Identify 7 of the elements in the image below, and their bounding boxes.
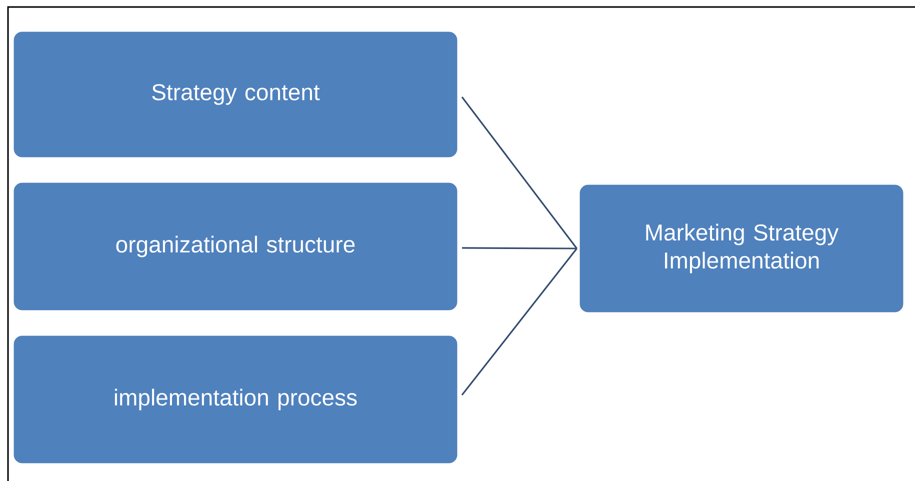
connector-line bbox=[462, 247, 577, 250]
process-box: Marketing Strategy Implementation bbox=[580, 184, 904, 312]
process-box: Strategy content bbox=[14, 32, 458, 158]
process-box: implementation process bbox=[14, 336, 458, 464]
connector-line bbox=[461, 248, 578, 396]
process-box: organizational structure bbox=[14, 182, 458, 310]
connector-line bbox=[461, 96, 578, 249]
